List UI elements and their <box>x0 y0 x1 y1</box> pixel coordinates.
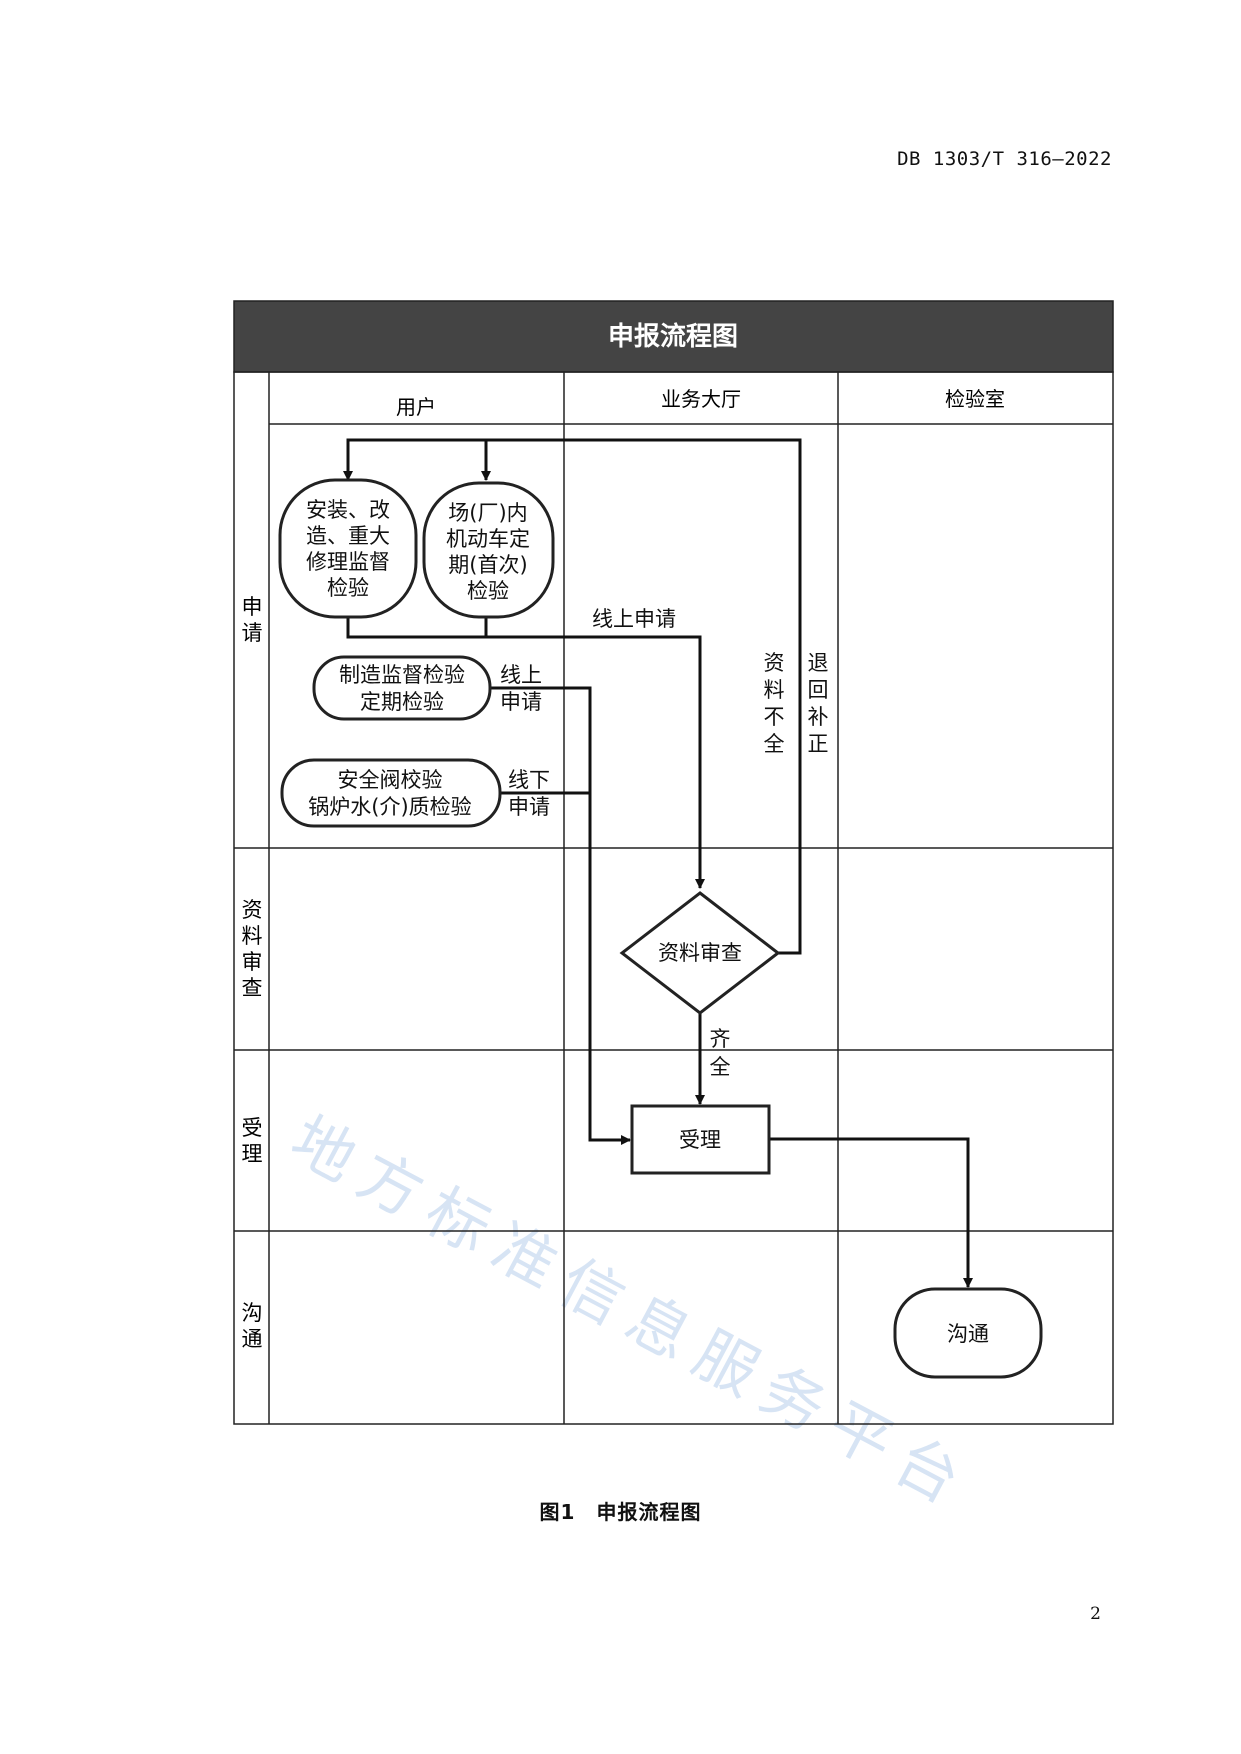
node-install-inspection <box>278 478 418 619</box>
row-header-communicate: 沟通 <box>242 1301 263 1351</box>
return-arrow-to-install <box>343 438 802 955</box>
online-apply-arrow <box>346 617 705 889</box>
node-manufacture-inspection <box>312 655 492 721</box>
swimlane-grid <box>233 371 1114 1425</box>
label-valve-inspection: 安全阀校验锅炉水(介)质检验 <box>308 768 471 819</box>
node-valve-inspection <box>280 758 502 828</box>
node-vehicle-inspection <box>422 481 555 619</box>
page-number: 2 <box>1090 1604 1101 1624</box>
document-code: DB 1303/T 316—2022 <box>897 148 1112 170</box>
connectors <box>343 438 973 1288</box>
column-header-inspection-room: 检验室 <box>945 387 1005 411</box>
column-header-service-hall: 业务大厅 <box>661 387 741 411</box>
column-header-user: 用户 <box>396 395 436 419</box>
diagram-title: 申报流程图 <box>608 321 738 352</box>
edge-labels: 线上申请 线上申请 线下申请 资料不全 退回补正 齐全 <box>500 607 829 1079</box>
label-manufacture-inspection: 制造监督检验定期检验 <box>339 663 465 714</box>
node-review-decision <box>619 891 781 1015</box>
edge-label-incomplete: 资料不全 <box>764 651 785 756</box>
row-header-review: 资料审查 <box>242 898 263 1000</box>
nodes <box>278 478 1043 1379</box>
accept-to-communicate-arrow <box>769 1137 973 1288</box>
manufacture-online-line <box>490 686 592 803</box>
row-headers: 申请 资料审查 受理 沟通 <box>242 595 263 1351</box>
label-communicate: 沟通 <box>947 1322 989 1346</box>
label-install-inspection: 安装、改造、重大修理监督检验 <box>306 498 390 600</box>
node-labels: 安装、改造、重大修理监督检验 场(厂)内机动车定期(首次)检验 制造监督检验定期… <box>306 498 989 1346</box>
label-vehicle-inspection: 场(厂)内机动车定期(首次)检验 <box>446 501 530 603</box>
row-header-accept: 受理 <box>242 1116 263 1166</box>
label-accept: 受理 <box>679 1128 721 1152</box>
edge-label-online-apply: 线上申请 <box>592 607 676 631</box>
node-communicate <box>893 1287 1043 1379</box>
edge-label-online-apply-2: 线上申请 <box>500 663 542 714</box>
row-header-apply: 申请 <box>242 595 263 645</box>
edge-label-complete: 齐全 <box>710 1027 731 1079</box>
figure-caption: 图1 申报流程图 <box>539 1500 702 1524</box>
offline-apply-arrow <box>500 791 631 1145</box>
title-bar <box>233 300 1114 373</box>
edge-label-offline-apply: 线下申请 <box>508 768 550 819</box>
label-review: 资料审查 <box>658 941 742 965</box>
node-accept <box>630 1104 771 1175</box>
edge-label-return-fix: 退回补正 <box>808 651 829 756</box>
